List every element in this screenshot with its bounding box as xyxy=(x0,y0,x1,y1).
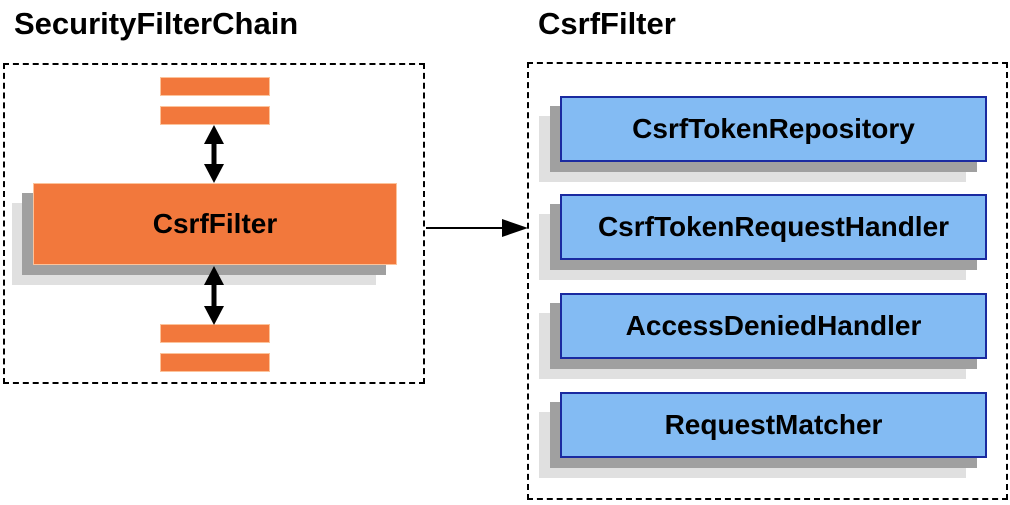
csrf-filter-container xyxy=(527,62,1008,500)
security-filter-chain-container xyxy=(3,63,425,384)
csrf-filter-title: CsrfFilter xyxy=(538,6,676,41)
filter-chain-bar xyxy=(160,106,270,125)
filter-chain-bar xyxy=(160,353,270,372)
filter-chain-bar xyxy=(160,324,270,343)
connector-arrow-icon xyxy=(426,219,528,237)
component-csrf-token-repository: CsrfTokenRepository xyxy=(560,96,987,162)
component-access-denied-handler: AccessDeniedHandler xyxy=(560,293,987,359)
filter-chain-bar xyxy=(160,77,270,96)
component-request-matcher: RequestMatcher xyxy=(560,392,987,458)
component-csrf-token-request-handler: CsrfTokenRequestHandler xyxy=(560,194,987,260)
security-filter-chain-title: SecurityFilterChain xyxy=(14,6,299,41)
csrf-filter-box: CsrfFilter xyxy=(33,183,397,265)
